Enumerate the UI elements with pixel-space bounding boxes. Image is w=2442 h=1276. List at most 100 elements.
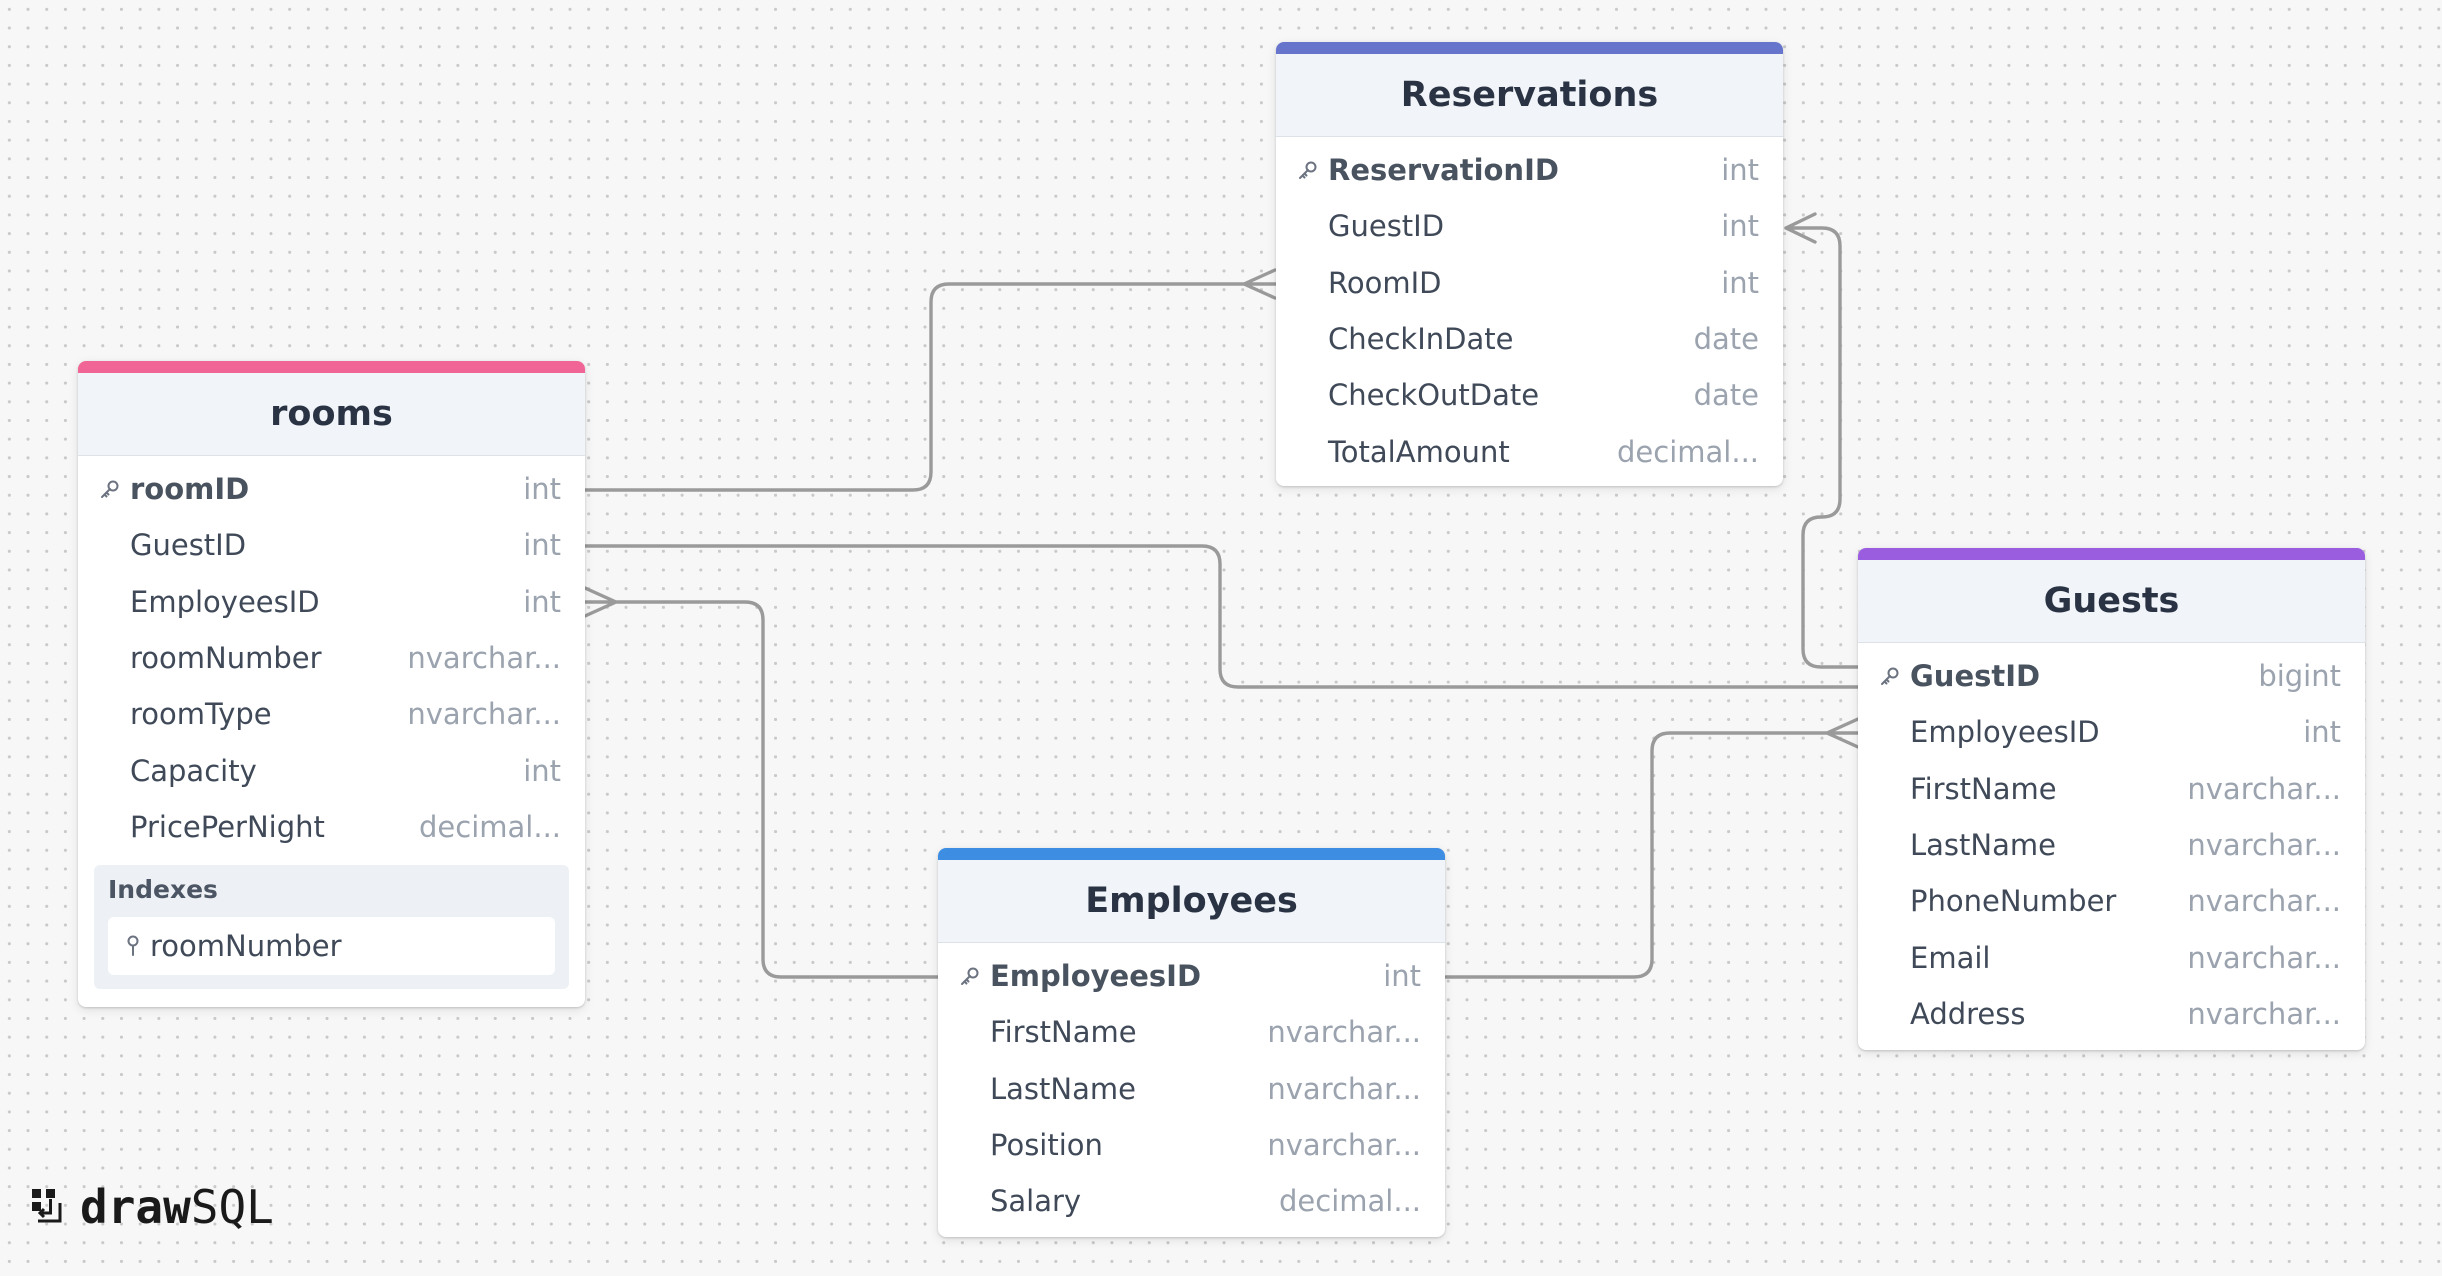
column-row[interactable]: roomNumber nvarchar... bbox=[78, 630, 585, 686]
column-row[interactable]: Capacity int bbox=[78, 742, 585, 798]
table-rooms[interactable]: rooms roomID int GuestID int EmployeesID… bbox=[78, 361, 585, 1008]
relation-guests-guestid-to-reservations-guestid[interactable] bbox=[1784, 212, 1860, 669]
column-name: ReservationID bbox=[1328, 153, 1559, 188]
index-pin-icon bbox=[127, 935, 139, 957]
column-row[interactable]: roomID int bbox=[78, 461, 585, 517]
primary-key-icon bbox=[98, 477, 130, 501]
column-row[interactable]: Salary decimal... bbox=[938, 1173, 1445, 1229]
column-type: nvarchar... bbox=[2187, 884, 2341, 919]
column-name: roomNumber bbox=[130, 641, 322, 676]
column-name: roomType bbox=[130, 697, 272, 732]
column-type: nvarchar... bbox=[2187, 828, 2341, 863]
column-type: int bbox=[523, 584, 561, 619]
table-color-bar bbox=[78, 361, 585, 373]
logo-word-sql: SQL bbox=[190, 1180, 274, 1234]
column-type: nvarchar... bbox=[407, 641, 561, 676]
column-name: Address bbox=[1910, 996, 2026, 1031]
column-row[interactable]: PhoneNumber nvarchar... bbox=[1858, 873, 2365, 929]
column-name: roomID bbox=[130, 472, 250, 507]
column-type: nvarchar... bbox=[2187, 771, 2341, 806]
column-row[interactable]: LastName nvarchar... bbox=[1858, 817, 2365, 873]
column-row[interactable]: CheckInDate date bbox=[1276, 311, 1783, 367]
column-type: int bbox=[1383, 959, 1421, 994]
column-row[interactable]: GuestID int bbox=[1276, 198, 1783, 254]
column-name: PricePerNight bbox=[130, 809, 325, 844]
table-color-bar bbox=[1858, 548, 2365, 560]
column-row[interactable]: EmployeesID int bbox=[78, 574, 585, 630]
drawsql-logo-icon bbox=[32, 1189, 62, 1223]
column-row[interactable]: Position nvarchar... bbox=[938, 1117, 1445, 1173]
relation-rooms-guestid-to-guests-guestid[interactable] bbox=[583, 544, 1860, 689]
table-title[interactable]: rooms bbox=[78, 373, 585, 456]
table-title[interactable]: Guests bbox=[1858, 560, 2365, 643]
column-type: decimal... bbox=[419, 809, 561, 844]
index-item[interactable]: roomNumber bbox=[108, 917, 555, 976]
relation-employees-to-guests-employeesid[interactable] bbox=[1444, 717, 1860, 979]
column-name: GuestID bbox=[130, 528, 247, 563]
column-row[interactable]: ReservationID int bbox=[1276, 142, 1783, 198]
table-color-bar bbox=[1276, 42, 1783, 54]
column-name: RoomID bbox=[1328, 265, 1442, 300]
column-row[interactable]: GuestID int bbox=[78, 517, 585, 573]
column-name: LastName bbox=[1910, 828, 2056, 863]
column-name: Email bbox=[1910, 940, 1991, 975]
table-title[interactable]: Reservations bbox=[1276, 54, 1783, 137]
table-employees[interactable]: Employees EmployeesID int FirstName nvar… bbox=[938, 848, 1445, 1238]
column-type: int bbox=[523, 528, 561, 563]
relation-rooms-roomid-to-reservations-roomid[interactable] bbox=[583, 268, 1277, 492]
column-row[interactable]: FirstName nvarchar... bbox=[938, 1004, 1445, 1060]
column-name: CheckOutDate bbox=[1328, 378, 1540, 413]
column-name: Capacity bbox=[130, 753, 257, 788]
column-name: FirstName bbox=[990, 1015, 1137, 1050]
column-row[interactable]: EmployeesID int bbox=[938, 948, 1445, 1004]
column-type: int bbox=[523, 472, 561, 507]
column-row[interactable]: EmployeesID int bbox=[1858, 704, 2365, 760]
column-name: PhoneNumber bbox=[1910, 884, 2117, 919]
column-name: GuestID bbox=[1328, 209, 1445, 244]
indexes-panel[interactable]: Indexes roomNumber bbox=[94, 865, 569, 990]
table-color-bar bbox=[938, 848, 1445, 860]
column-name: Position bbox=[990, 1128, 1103, 1163]
column-type: decimal... bbox=[1279, 1184, 1421, 1219]
primary-key-icon bbox=[958, 964, 990, 988]
column-row[interactable]: GuestID bigint bbox=[1858, 648, 2365, 704]
table-reservations[interactable]: Reservations ReservationID int GuestID i… bbox=[1276, 42, 1783, 486]
column-name: LastName bbox=[990, 1071, 1136, 1106]
column-type: nvarchar... bbox=[407, 697, 561, 732]
column-name: TotalAmount bbox=[1328, 434, 1510, 469]
column-type: date bbox=[1693, 378, 1759, 413]
column-type: nvarchar... bbox=[1267, 1071, 1421, 1106]
column-name: EmployeesID bbox=[990, 959, 1202, 994]
column-type: nvarchar... bbox=[1267, 1128, 1421, 1163]
column-row[interactable]: LastName nvarchar... bbox=[938, 1061, 1445, 1117]
logo-word-draw: draw bbox=[80, 1180, 191, 1234]
primary-key-icon bbox=[1296, 158, 1328, 182]
column-type: decimal... bbox=[1617, 434, 1759, 469]
relation-employees-to-rooms-employeesid[interactable] bbox=[583, 586, 940, 979]
column-type: int bbox=[2303, 715, 2341, 750]
column-type: date bbox=[1693, 322, 1759, 357]
column-name: EmployeesID bbox=[130, 584, 320, 619]
table-title[interactable]: Employees bbox=[938, 860, 1445, 943]
column-row[interactable]: Address nvarchar... bbox=[1858, 986, 2365, 1042]
column-type: int bbox=[523, 753, 561, 788]
column-type: nvarchar... bbox=[2187, 940, 2341, 975]
table-guests[interactable]: Guests GuestID bigint EmployeesID int Fi… bbox=[1858, 548, 2365, 1051]
column-row[interactable]: roomType nvarchar... bbox=[78, 686, 585, 742]
primary-key-icon bbox=[1878, 664, 1910, 688]
column-row[interactable]: TotalAmount decimal... bbox=[1276, 423, 1783, 479]
column-name: GuestID bbox=[1910, 659, 2041, 694]
column-row[interactable]: FirstName nvarchar... bbox=[1858, 761, 2365, 817]
column-row[interactable]: PricePerNight decimal... bbox=[78, 799, 585, 855]
column-name: EmployeesID bbox=[1910, 715, 2100, 750]
column-name: Salary bbox=[990, 1184, 1082, 1219]
column-type: bigint bbox=[2258, 659, 2341, 694]
column-row[interactable]: Email nvarchar... bbox=[1858, 929, 2365, 985]
column-row[interactable]: RoomID int bbox=[1276, 255, 1783, 311]
column-row[interactable]: CheckOutDate date bbox=[1276, 367, 1783, 423]
column-type: nvarchar... bbox=[2187, 996, 2341, 1031]
column-name: CheckInDate bbox=[1328, 322, 1514, 357]
column-type: nvarchar... bbox=[1267, 1015, 1421, 1050]
index-name: roomNumber bbox=[150, 929, 342, 964]
